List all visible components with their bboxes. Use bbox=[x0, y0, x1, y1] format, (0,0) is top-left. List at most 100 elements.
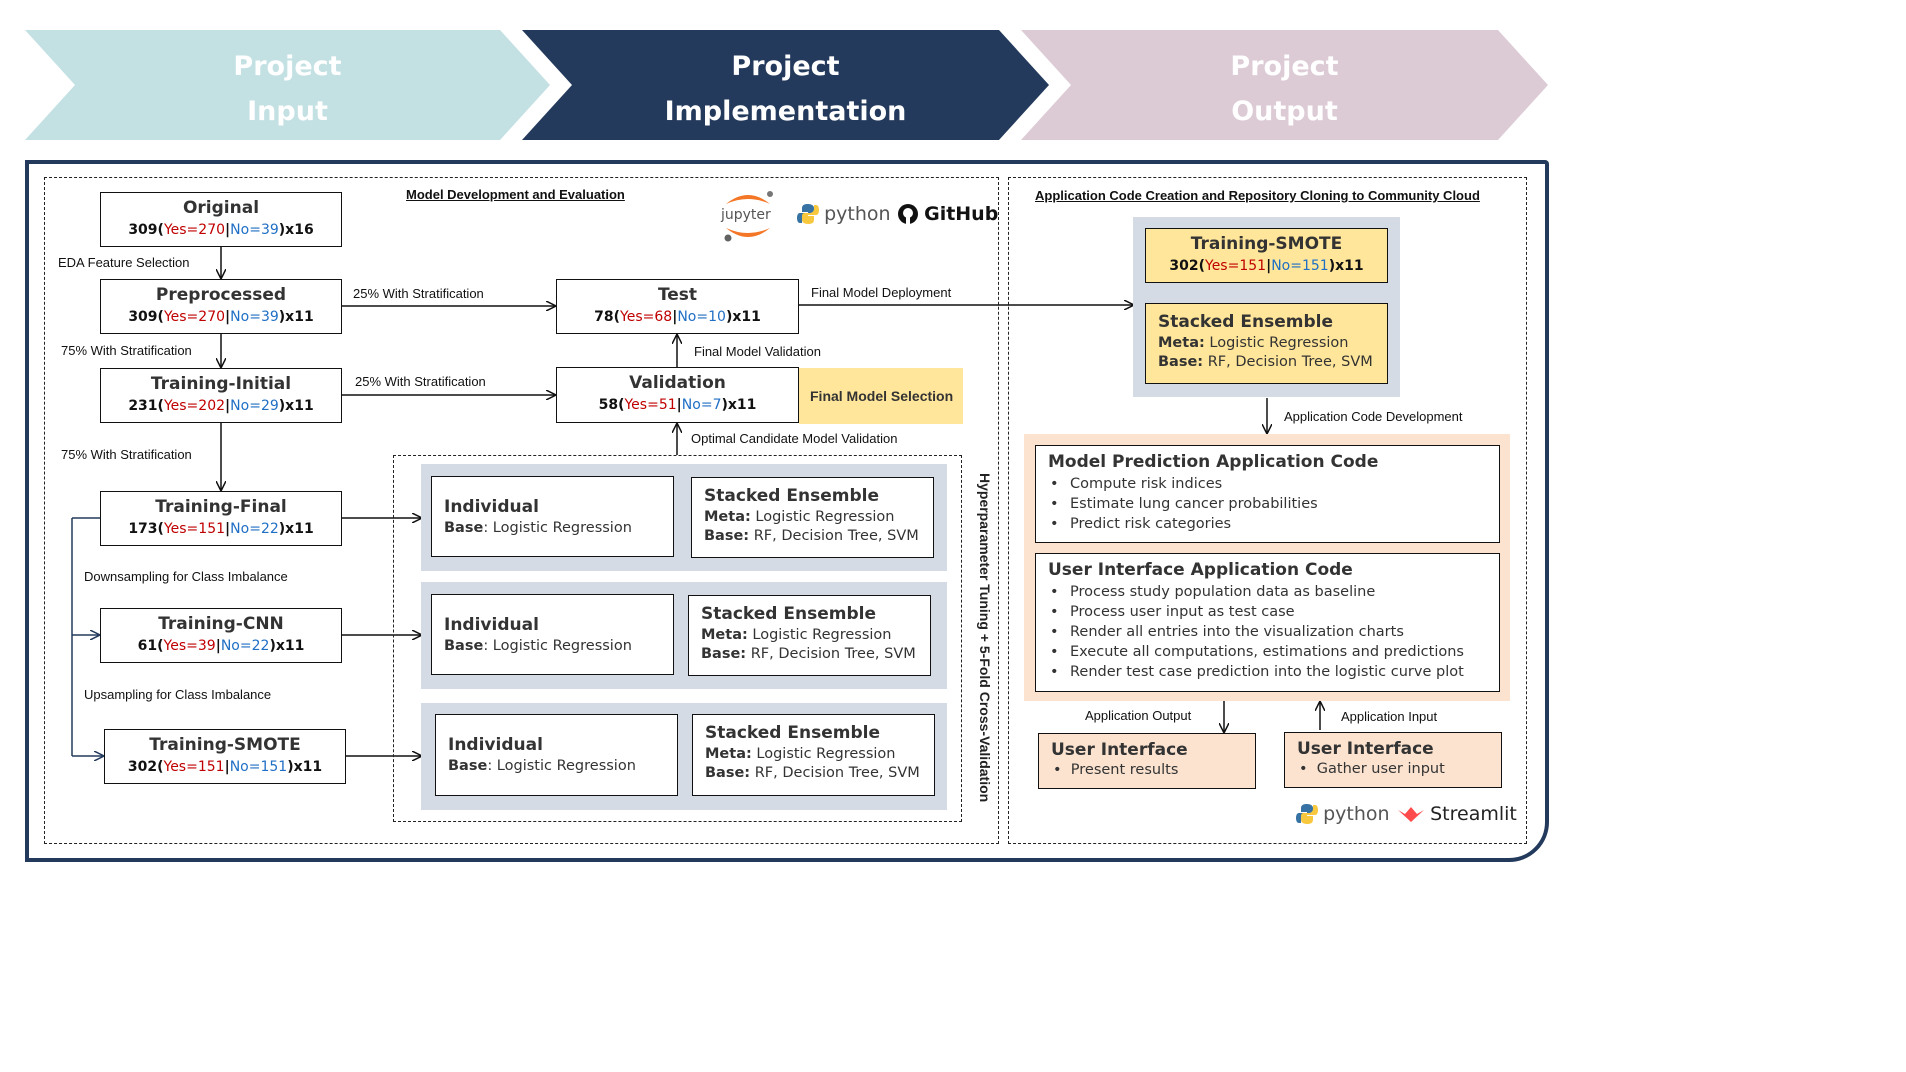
model-prediction-code-title: Model Prediction Application Code bbox=[1048, 452, 1379, 472]
list-item: Estimate lung cancer probabilities bbox=[1070, 494, 1487, 514]
right-stacked-base: Base: RF, Decision Tree, SVM bbox=[1158, 354, 1373, 370]
individual-base: Base: Logistic Regression bbox=[444, 638, 632, 654]
optimal-validation-label: Optimal Candidate Model Validation bbox=[691, 431, 898, 446]
right-stacked-title: Stacked Ensemble bbox=[1158, 312, 1333, 332]
streamlit-icon bbox=[1398, 807, 1424, 822]
tuning-label: Hyperparameter Tuning + 5-Fold Cross-Val… bbox=[977, 473, 993, 803]
jupyter-logo: jupyter bbox=[718, 188, 778, 246]
python-logo-text: python bbox=[824, 203, 891, 225]
streamlit-logo: Streamlit bbox=[1397, 803, 1517, 825]
chevron-shape bbox=[25, 30, 550, 140]
final-deployment-label: Final Model Deployment bbox=[811, 285, 952, 300]
strat75a-label: 75% With Stratification bbox=[61, 343, 192, 358]
tuning-region bbox=[393, 455, 962, 822]
main-frame bbox=[25, 160, 1549, 862]
model-prediction-code-box: Model Prediction Application Code Comput… bbox=[1035, 445, 1500, 543]
ui-input-box: User Interface • Gather user input bbox=[1284, 732, 1502, 788]
application-section-title: Application Code Creation and Repository… bbox=[1035, 188, 1480, 203]
right-smote-counts: 302(Yes=151|No=151)x11 bbox=[1169, 258, 1364, 274]
stacked-title: Stacked Ensemble bbox=[704, 486, 879, 506]
training-initial-counts: 231(Yes=202|No=29)x11 bbox=[128, 398, 314, 414]
application-section bbox=[1008, 177, 1527, 844]
stacked-box-3: Stacked Ensemble Meta: Logistic Regressi… bbox=[692, 714, 935, 796]
ui-code-title: User Interface Application Code bbox=[1048, 560, 1353, 580]
ui-output-box: User Interface • Present results bbox=[1038, 733, 1256, 789]
stacked-box-2: Stacked Ensemble Meta: Logistic Regressi… bbox=[688, 595, 931, 676]
model-development-section bbox=[44, 177, 999, 844]
stacked-base: Base: RF, Decision Tree, SVM bbox=[701, 646, 916, 662]
training-cnn-box: Training-CNN 61(Yes=39|No=22)x11 bbox=[100, 608, 342, 663]
stage-chevron-input: Project Input bbox=[25, 30, 550, 140]
original-counts: 309(Yes=270|No=39)x16 bbox=[128, 222, 314, 238]
list-item: Predict risk categories bbox=[1070, 514, 1487, 534]
list-item: Process study population data as baselin… bbox=[1070, 582, 1487, 602]
individual-title: Individual bbox=[444, 615, 539, 635]
stacked-meta: Meta: Logistic Regression bbox=[705, 746, 896, 762]
training-final-title: Training-Final bbox=[155, 497, 287, 517]
training-final-box: Training-Final 173(Yes=151|No=22)x11 bbox=[100, 491, 342, 546]
list-item: Render test case prediction into the log… bbox=[1070, 662, 1487, 682]
training-cnn-counts: 61(Yes=39|No=22)x11 bbox=[137, 638, 305, 654]
individual-title: Individual bbox=[448, 735, 543, 755]
training-smote-box: Training-SMOTE 302(Yes=151|No=151)x11 bbox=[104, 729, 346, 784]
preprocessed-box: Preprocessed 309(Yes=270|No=39)x11 bbox=[100, 279, 342, 334]
downsampling-label: Downsampling for Class Imbalance bbox=[84, 569, 288, 584]
python-logo-bottom: python bbox=[1296, 803, 1390, 825]
strat25a-label: 25% With Stratification bbox=[353, 286, 484, 301]
chevron-shape bbox=[522, 30, 1049, 140]
training-cnn-title: Training-CNN bbox=[158, 614, 284, 634]
original-title: Original bbox=[182, 198, 260, 218]
training-final-counts: 173(Yes=151|No=22)x11 bbox=[128, 521, 314, 537]
list-item: Process user input as test case bbox=[1070, 602, 1487, 622]
training-initial-title: Training-Initial bbox=[150, 374, 292, 394]
test-box: Test 78(Yes=68|No=10)x11 bbox=[556, 279, 799, 334]
github-icon bbox=[898, 204, 918, 224]
streamlit-logo-text: Streamlit bbox=[1430, 803, 1517, 825]
connector-lines bbox=[71, 247, 1556, 884]
stage-implementation-line1: Project bbox=[731, 51, 840, 82]
test-counts: 78(Yes=68|No=10)x11 bbox=[594, 309, 761, 325]
stacked-box-1: Stacked Ensemble Meta: Logistic Regressi… bbox=[691, 477, 934, 558]
upsampling-label: Upsampling for Class Imbalance bbox=[84, 687, 272, 702]
validation-title: Validation bbox=[629, 373, 726, 393]
original-box: Original 309(Yes=270|No=39)x16 bbox=[100, 192, 342, 247]
right-stacked-box: Stacked Ensemble Meta: Logistic Regressi… bbox=[1145, 303, 1388, 384]
ui-output-title: User Interface bbox=[1051, 740, 1188, 760]
eda-label: EDA Feature Selection bbox=[58, 255, 190, 270]
stacked-base: Base: RF, Decision Tree, SVM bbox=[704, 528, 919, 544]
app-input-label: Application Input bbox=[1341, 709, 1438, 724]
ui-code-box: User Interface Application Code Process … bbox=[1035, 553, 1500, 692]
stage-input-line1: Project bbox=[233, 51, 342, 82]
strat75b-label: 75% With Stratification bbox=[61, 447, 192, 462]
preprocessed-title: Preprocessed bbox=[155, 285, 287, 305]
jupyter-logo-text: jupyter bbox=[721, 207, 771, 223]
stage-input-line2: Input bbox=[247, 96, 328, 127]
python-logo-bottom-text: python bbox=[1323, 803, 1390, 825]
list-item: Render all entries into the visualizatio… bbox=[1070, 622, 1487, 642]
training-smote-title: Training-SMOTE bbox=[149, 735, 301, 755]
list-item: Execute all computations, estimations an… bbox=[1070, 642, 1487, 662]
stacked-meta: Meta: Logistic Regression bbox=[701, 627, 892, 643]
github-logo-text: GitHub bbox=[924, 203, 999, 225]
jupyter-icon bbox=[724, 191, 773, 242]
individual-title: Individual bbox=[444, 497, 539, 517]
final-model-selection-text: Final Model Selection bbox=[810, 388, 954, 404]
individual-box-3: Individual Base: Logistic Regression bbox=[435, 714, 678, 796]
preprocessed-counts: 309(Yes=270|No=39)x11 bbox=[128, 309, 314, 325]
ui-input-item: • Gather user input bbox=[1299, 761, 1445, 777]
test-title: Test bbox=[657, 285, 698, 305]
app-dev-label: Application Code Development bbox=[1284, 409, 1463, 424]
individual-box-2: Individual Base: Logistic Regression bbox=[431, 594, 674, 675]
validation-box: Validation 58(Yes=51|No=7)x11 bbox=[556, 367, 799, 423]
individual-base: Base: Logistic Regression bbox=[444, 520, 632, 536]
stage-chevron-output: Project Output bbox=[1021, 30, 1548, 140]
individual-base: Base: Logistic Regression bbox=[448, 758, 636, 774]
training-smote-counts: 302(Yes=151|No=151)x11 bbox=[127, 759, 323, 775]
stage-implementation-line2: Implementation bbox=[664, 96, 907, 127]
training-initial-box: Training-Initial 231(Yes=202|No=29)x11 bbox=[100, 368, 342, 423]
stage-output-line1: Project bbox=[1230, 51, 1339, 82]
strat25b-label: 25% With Stratification bbox=[355, 374, 486, 389]
chevron-shape bbox=[1021, 30, 1548, 140]
right-smote-box: Training-SMOTE 302(Yes=151|No=151)x11 bbox=[1145, 228, 1388, 283]
ui-output-item: • Present results bbox=[1053, 762, 1179, 778]
